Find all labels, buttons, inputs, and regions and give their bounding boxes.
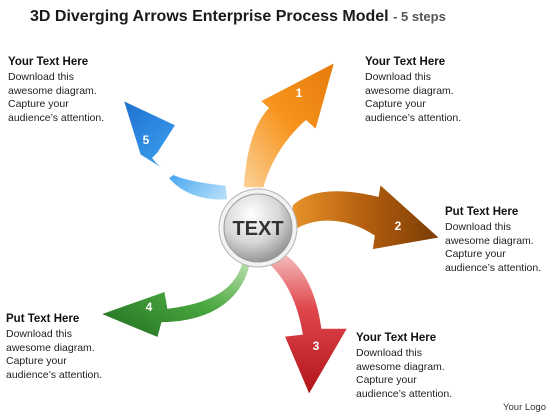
block-heading: Put Text Here — [6, 313, 80, 325]
text-block-top-right: Your Text Here Download this awesome dia… — [365, 56, 505, 125]
body-line: awesome diagram. — [445, 234, 534, 247]
logo-text: Your Logo — [503, 402, 546, 413]
body-line: Download this — [365, 71, 431, 83]
arrow-3-number: 3 — [313, 339, 320, 353]
arrow-3: 3 — [264, 249, 350, 397]
body-line: awesome diagram. — [365, 84, 454, 97]
center-label: TEXT — [232, 218, 283, 240]
body-line: Download this — [356, 347, 422, 359]
body-line: Download this — [445, 221, 511, 233]
arrow-5: 5 — [121, 98, 229, 202]
body-line: audience’s attention. — [445, 261, 542, 274]
center-circle: TEXT — [218, 188, 298, 268]
body-line: Download this — [8, 71, 74, 83]
page-title: 3D Diverging Arrows Enterprise Process M… — [30, 8, 446, 26]
body-line: Capture your — [365, 98, 426, 110]
text-block-top-left: Your Text Here Download this awesome dia… — [8, 56, 148, 125]
body-line: awesome diagram. — [6, 341, 95, 354]
arrow-1-number: 1 — [296, 86, 303, 100]
body-line: Capture your — [6, 355, 67, 367]
block-body: Download this awesome diagram. Capture y… — [365, 71, 505, 125]
text-block-right: Put Text Here Download this awesome diag… — [445, 206, 557, 275]
arrow-2: 2 — [291, 182, 442, 251]
arrow-2-number: 2 — [395, 219, 402, 233]
arrow-4-number: 4 — [146, 300, 153, 314]
text-block-bottom-right: Your Text Here Download this awesome dia… — [356, 332, 496, 401]
title-main: 3D Diverging Arrows Enterprise Process M… — [30, 8, 389, 25]
block-body: Download this awesome diagram. Capture y… — [356, 347, 496, 401]
body-line: audience’s attention. — [365, 111, 462, 124]
arrow-5-number: 5 — [143, 133, 150, 147]
block-heading: Your Text Here — [8, 56, 89, 68]
body-line: audience’s attention. — [356, 387, 453, 400]
block-heading: Put Text Here — [445, 206, 519, 218]
body-line: Capture your — [8, 98, 69, 110]
body-line: audience’s attention. — [8, 111, 105, 124]
block-body: Download this awesome diagram. Capture y… — [6, 328, 146, 382]
body-line: awesome diagram. — [8, 84, 97, 97]
text-block-bottom-left: Put Text Here Download this awesome diag… — [6, 313, 146, 382]
block-body: Download this awesome diagram. Capture y… — [445, 221, 557, 275]
body-line: Capture your — [445, 248, 506, 260]
body-line: audience’s attention. — [6, 368, 103, 381]
title-subtitle: - 5 steps — [393, 9, 446, 24]
arrow-1: 1 — [242, 60, 337, 189]
block-heading: Your Text Here — [365, 56, 446, 68]
body-line: awesome diagram. — [356, 360, 445, 373]
body-line: Capture your — [356, 374, 417, 386]
arrow-4: 4 — [97, 255, 253, 340]
block-heading: Your Text Here — [356, 332, 437, 344]
block-body: Download this awesome diagram. Capture y… — [8, 71, 148, 125]
body-line: Download this — [6, 328, 72, 340]
